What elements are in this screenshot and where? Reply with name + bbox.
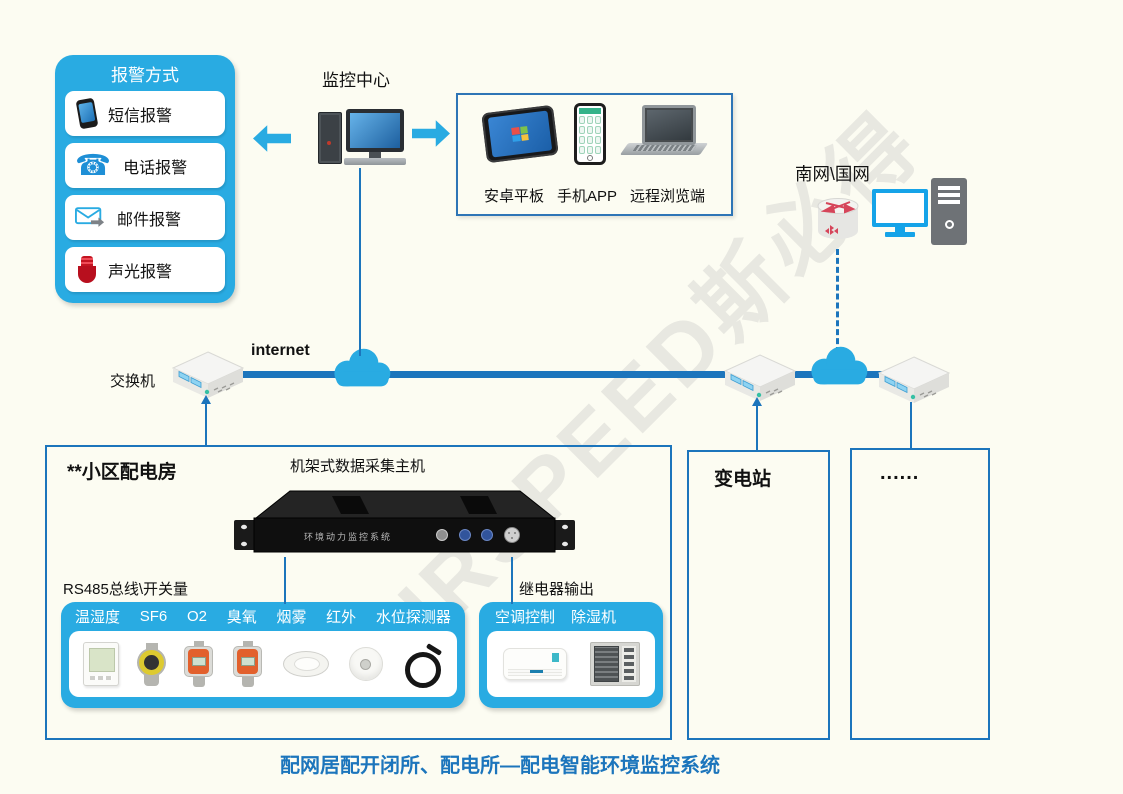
sf6-detector-icon	[139, 642, 165, 686]
alarm-item-email: 邮件报警	[65, 195, 225, 240]
arrow-left-icon	[253, 125, 291, 152]
substation-box: 变电站	[687, 450, 830, 740]
internet-cloud-icon	[811, 346, 868, 385]
client-label-tablet: 安卓平板	[483, 188, 544, 205]
monitoring-computer-icon	[318, 96, 406, 168]
rs485-bus-label: RS485总线\开关量	[63, 581, 189, 598]
arrowhead-up-icon	[752, 397, 762, 406]
pc-cloud-link	[359, 168, 361, 356]
alarm-item-label: 短信报警	[108, 107, 173, 125]
sensor-label-sf6: SF6	[139, 607, 168, 625]
switch-label: 交换机	[110, 373, 156, 390]
more-sites-box: ......	[850, 448, 990, 740]
rack-host-label: 机架式数据采集主机	[290, 458, 426, 475]
rack-sensors-link	[284, 557, 286, 604]
alarm-panel: 报警方式 短信报警 电话报警 邮件报警 声光报警	[55, 55, 235, 303]
siren-icon	[78, 256, 96, 283]
smoke-detector-icon	[282, 651, 329, 677]
alarm-item-sound-light: 声光报警	[65, 247, 225, 292]
sensor-label-temp-humidity: 温湿度	[75, 608, 121, 626]
alarm-item-label: 电话报警	[123, 159, 188, 177]
grid-server-icon	[931, 178, 967, 245]
email-icon	[75, 207, 105, 227]
alarm-item-sms: 短信报警	[65, 91, 225, 136]
tablet-icon	[480, 104, 559, 164]
temperature-humidity-sensor-icon	[83, 642, 120, 686]
internet-backbone-line	[205, 371, 905, 378]
router-cloud-dashed-link	[836, 249, 839, 353]
client-devices-box: 安卓平板 手机APP 远程浏览端	[456, 93, 733, 216]
arrow-right-icon	[412, 120, 450, 147]
rack-front-text: 环境动力监控系统	[304, 531, 392, 542]
relay-output-label: 继电器输出	[519, 581, 595, 598]
client-label-browser: 远程浏览端	[630, 188, 706, 205]
router-icon	[817, 198, 859, 239]
smartphone-app-icon	[573, 103, 606, 165]
pc-keyboard-icon	[344, 158, 406, 165]
o2-detector-icon	[184, 641, 214, 687]
dehumidifier-icon	[589, 642, 640, 686]
internet-label: internet	[251, 342, 310, 359]
pc-monitor-icon	[346, 109, 404, 152]
relay-label-ac: 空调控制	[495, 608, 556, 626]
substation-switch-link	[756, 406, 758, 451]
more-sites-title: ......	[880, 462, 920, 484]
sensor-label-ozone: 臭氧	[226, 608, 257, 626]
switch-icon	[878, 356, 950, 403]
sensor-label-smoke: 烟雾	[276, 608, 307, 626]
sensor-label-o2: O2	[186, 607, 207, 625]
pc-stand	[369, 152, 381, 158]
sensor-label-water: 水位探测器	[375, 608, 451, 626]
rack-relay-link	[511, 557, 513, 604]
alarm-item-phone: 电话报警	[65, 143, 225, 188]
infrared-sensor-icon	[348, 647, 383, 681]
client-label-app: 手机APP	[556, 188, 617, 205]
alarm-panel-title: 报警方式	[111, 66, 179, 85]
distribution-room-box: **小区配电房 机架式数据采集主机 环境动力监控系统 RS485总线\开关量 继…	[45, 445, 672, 740]
alarm-item-label: 邮件报警	[117, 211, 182, 229]
water-level-probe-icon	[403, 644, 443, 688]
mobile-phone-icon	[75, 97, 99, 130]
morebox-switch-link	[910, 402, 912, 449]
sensors-panel: 温湿度 SF6 O2 臭氧 烟雾 红外 水位探测器	[61, 602, 465, 708]
internet-cloud-icon	[334, 348, 391, 387]
room-switch-link	[205, 404, 207, 446]
grid-monitor-icon	[872, 189, 928, 239]
distribution-room-title: **小区配电房	[67, 462, 177, 483]
monitoring-center-label: 监控中心	[322, 71, 390, 90]
rack-host-icon: 环境动力监控系统	[234, 490, 575, 553]
grid-label: 南网\国网	[795, 164, 870, 184]
relay-label-dehumidifier: 除湿机	[571, 608, 617, 626]
windows-logo-icon	[510, 126, 529, 142]
telephone-icon	[75, 151, 111, 180]
pc-tower-icon	[318, 112, 342, 164]
substation-title: 变电站	[714, 469, 772, 490]
relay-panel: 空调控制 除湿机	[479, 602, 663, 708]
footer-title: 配网居配开闭所、配电所—配电智能环境监控系统	[280, 755, 720, 777]
laptop-icon	[619, 105, 708, 163]
arrowhead-up-icon	[201, 395, 211, 404]
sensor-label-infrared: 红外	[326, 608, 357, 626]
switch-icon	[172, 351, 244, 398]
air-conditioner-icon	[502, 648, 567, 680]
switch-icon	[724, 354, 796, 401]
ozone-detector-icon	[233, 641, 263, 687]
alarm-item-label: 声光报警	[108, 263, 173, 281]
